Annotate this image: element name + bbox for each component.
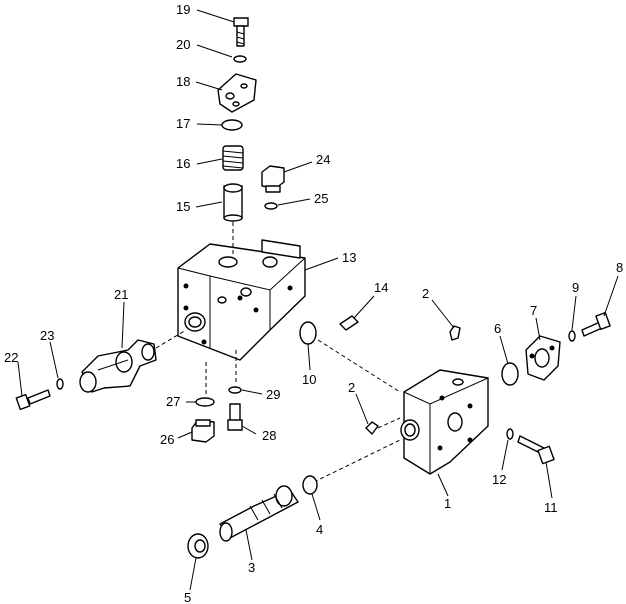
washer-20 — [233, 55, 247, 63]
label-2-top: 2 — [422, 286, 429, 301]
o-ring-27 — [195, 397, 215, 407]
label-7: 7 — [530, 303, 537, 318]
o-ring-4 — [302, 475, 318, 495]
plug-2-top — [449, 325, 461, 341]
label-20: 20 — [176, 37, 190, 52]
label-21: 21 — [114, 287, 128, 302]
spring-16 — [222, 145, 244, 171]
bolt-28 — [227, 403, 243, 431]
washer-12 — [506, 428, 514, 440]
bolt-8 — [581, 312, 611, 337]
spool-assembly-3 — [219, 485, 299, 542]
washer-9 — [568, 330, 576, 342]
o-ring-17 — [221, 119, 243, 131]
label-28: 28 — [262, 428, 276, 443]
label-1: 1 — [444, 496, 451, 511]
label-18: 18 — [176, 74, 190, 89]
bolt-22 — [15, 389, 51, 411]
label-2-side: 2 — [348, 380, 355, 395]
label-8: 8 — [616, 260, 623, 275]
label-10: 10 — [302, 372, 316, 387]
plug-26 — [191, 419, 215, 443]
label-14: 14 — [374, 280, 388, 295]
leader-lines — [17, 9, 619, 591]
bolt-11 — [517, 435, 555, 465]
valve-assembly-21 — [79, 339, 157, 393]
cover-18 — [217, 73, 257, 113]
o-ring-25 — [264, 202, 278, 210]
label-11: 11 — [544, 500, 558, 515]
spool-15 — [223, 183, 243, 222]
valve-block-1 — [400, 369, 489, 475]
plug-24 — [261, 165, 285, 193]
valve-block-13 — [177, 239, 306, 361]
label-16: 16 — [176, 156, 190, 171]
plug-14 — [339, 315, 359, 331]
plug-2-side — [365, 421, 379, 435]
part-labels: 19 20 18 17 16 15 24 25 13 14 21 23 22 2… — [4, 2, 623, 604]
label-24: 24 — [316, 152, 330, 167]
bolt-19 — [233, 17, 249, 47]
label-13: 13 — [342, 250, 356, 265]
washer-29 — [228, 386, 242, 394]
label-27: 27 — [166, 394, 180, 409]
label-3: 3 — [248, 560, 255, 575]
label-19: 19 — [176, 2, 190, 17]
label-15: 15 — [176, 199, 190, 214]
label-12: 12 — [492, 472, 506, 487]
washer-23 — [56, 378, 64, 390]
label-5: 5 — [184, 590, 191, 604]
label-4: 4 — [316, 522, 323, 537]
label-25: 25 — [314, 191, 328, 206]
label-22: 22 — [4, 350, 18, 365]
label-9: 9 — [572, 280, 579, 295]
label-29: 29 — [266, 387, 280, 402]
o-ring-10 — [299, 321, 317, 345]
cover-7 — [525, 335, 561, 381]
plug-5 — [187, 533, 209, 559]
label-23: 23 — [40, 328, 54, 343]
label-6: 6 — [494, 321, 501, 336]
label-17: 17 — [176, 116, 190, 131]
label-26: 26 — [160, 432, 174, 447]
o-ring-6 — [501, 362, 519, 386]
